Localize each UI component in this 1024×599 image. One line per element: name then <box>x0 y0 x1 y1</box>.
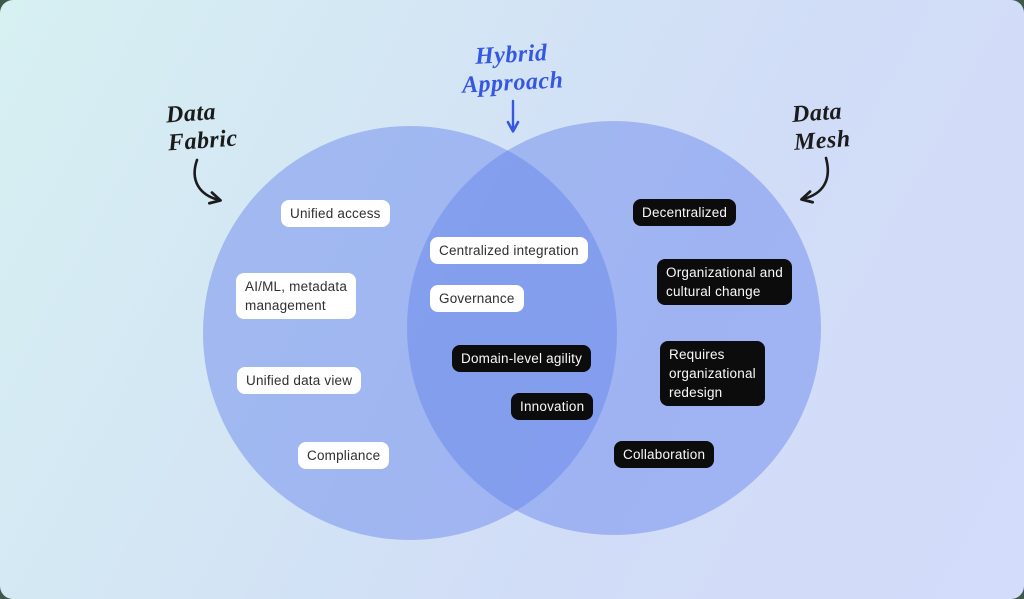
data-fabric-circle <box>203 126 617 540</box>
pill-ai-ml-metadata-management: AI/ML, metadata management <box>236 273 357 320</box>
fabric-arrow-icon <box>193 158 222 205</box>
pill-innovation: Innovation <box>511 393 594 421</box>
pill-collaboration: Collaboration <box>614 441 715 469</box>
pill-decentralized: Decentralized <box>633 199 737 227</box>
pill-unified-data-view: Unified data view <box>237 367 362 395</box>
pill-compliance: Compliance <box>298 442 390 470</box>
mesh-arrow-icon <box>800 156 830 204</box>
data-mesh-circle <box>407 121 821 535</box>
pill-organizational-cultural-change: Organizational and cultural change <box>657 259 792 306</box>
data-mesh-label: Data Mesh <box>791 98 852 156</box>
pill-governance: Governance <box>430 285 524 313</box>
pill-centralized-integration: Centralized integration <box>430 237 588 265</box>
data-fabric-label: Data Fabric <box>165 99 239 156</box>
pill-requires-organizational-redesign: Requires organizational redesign <box>660 341 765 407</box>
pill-unified-access: Unified access <box>281 200 390 228</box>
pill-domain-level-agility: Domain-level agility <box>452 345 592 373</box>
hybrid-approach-label: Hybrid Approach <box>461 40 564 99</box>
